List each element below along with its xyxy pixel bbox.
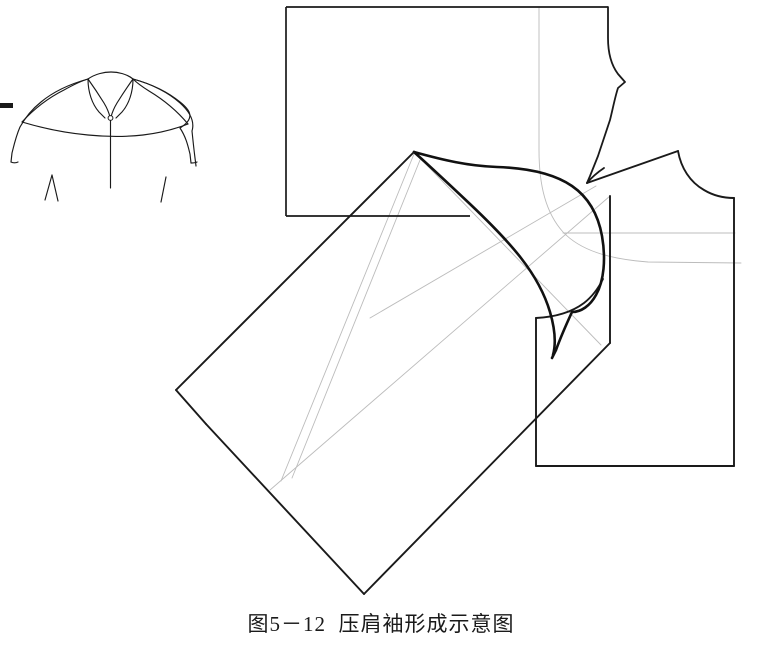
shirt-technical-sketch [0,71,198,203]
construction-lines-group [269,7,742,491]
right-sleeve-outline-main [132,78,197,167]
right-sleeve-hem [190,161,198,164]
left-edge-tick-mark [0,103,13,108]
left-sleeve-hem [10,161,19,164]
left-sleeve-outline [10,78,89,163]
front-armhole-upper-connector [586,167,605,184]
front-neckline-curve [677,150,735,199]
sleeve-cap-crown-curve [412,150,606,314]
sleeve-panel-long-guide [269,195,611,491]
collar-left-blade [87,78,106,119]
front-bodice-piece-outline [535,150,735,467]
front-piece-connector-lines [586,167,605,184]
back-shoulder-piece-outline [586,6,626,184]
sleeve-cap-curves-group [412,150,606,360]
sleeve-panel-left-edge [175,389,207,425]
collar-button-knot [107,115,114,121]
yoke-seam-line [21,121,189,138]
sleeve-panel-right-edge [363,342,611,595]
armhole-guide-curve [538,7,742,264]
back-bodice-block-rectangle [285,6,608,217]
left-sleeve-fold-a [44,174,53,201]
rotated-sleeve-panel-outline [175,151,611,595]
sleeve-panel-center-line [291,159,421,479]
figure-caption: 图5－12 压肩袖形成示意图 [247,612,515,636]
sleeve-panel-upper-edge [175,151,415,391]
back-piece-right-edge [586,6,626,184]
right-sleeve-fold [160,176,167,203]
right-sleeve-outline [132,78,192,164]
cross-guide-line-up [369,185,597,319]
collar-right-blade [115,78,134,119]
under-sleeve-tail-curve [550,310,574,360]
collar-left-fall [87,78,111,118]
front-shoulder-seam [586,150,679,184]
cross-guide-line-down [417,155,602,346]
right-shoulder-curve [132,78,189,125]
sleeve-panel-inner-guide [280,153,415,482]
left-shoulder-curve [21,78,89,123]
collar-right-fall [110,78,134,118]
collar-neck-opening [87,71,134,80]
under-sleeve-curve [412,150,556,357]
left-sleeve-fold-b [51,174,59,202]
sleeve-panel-lower-edge [205,423,365,595]
